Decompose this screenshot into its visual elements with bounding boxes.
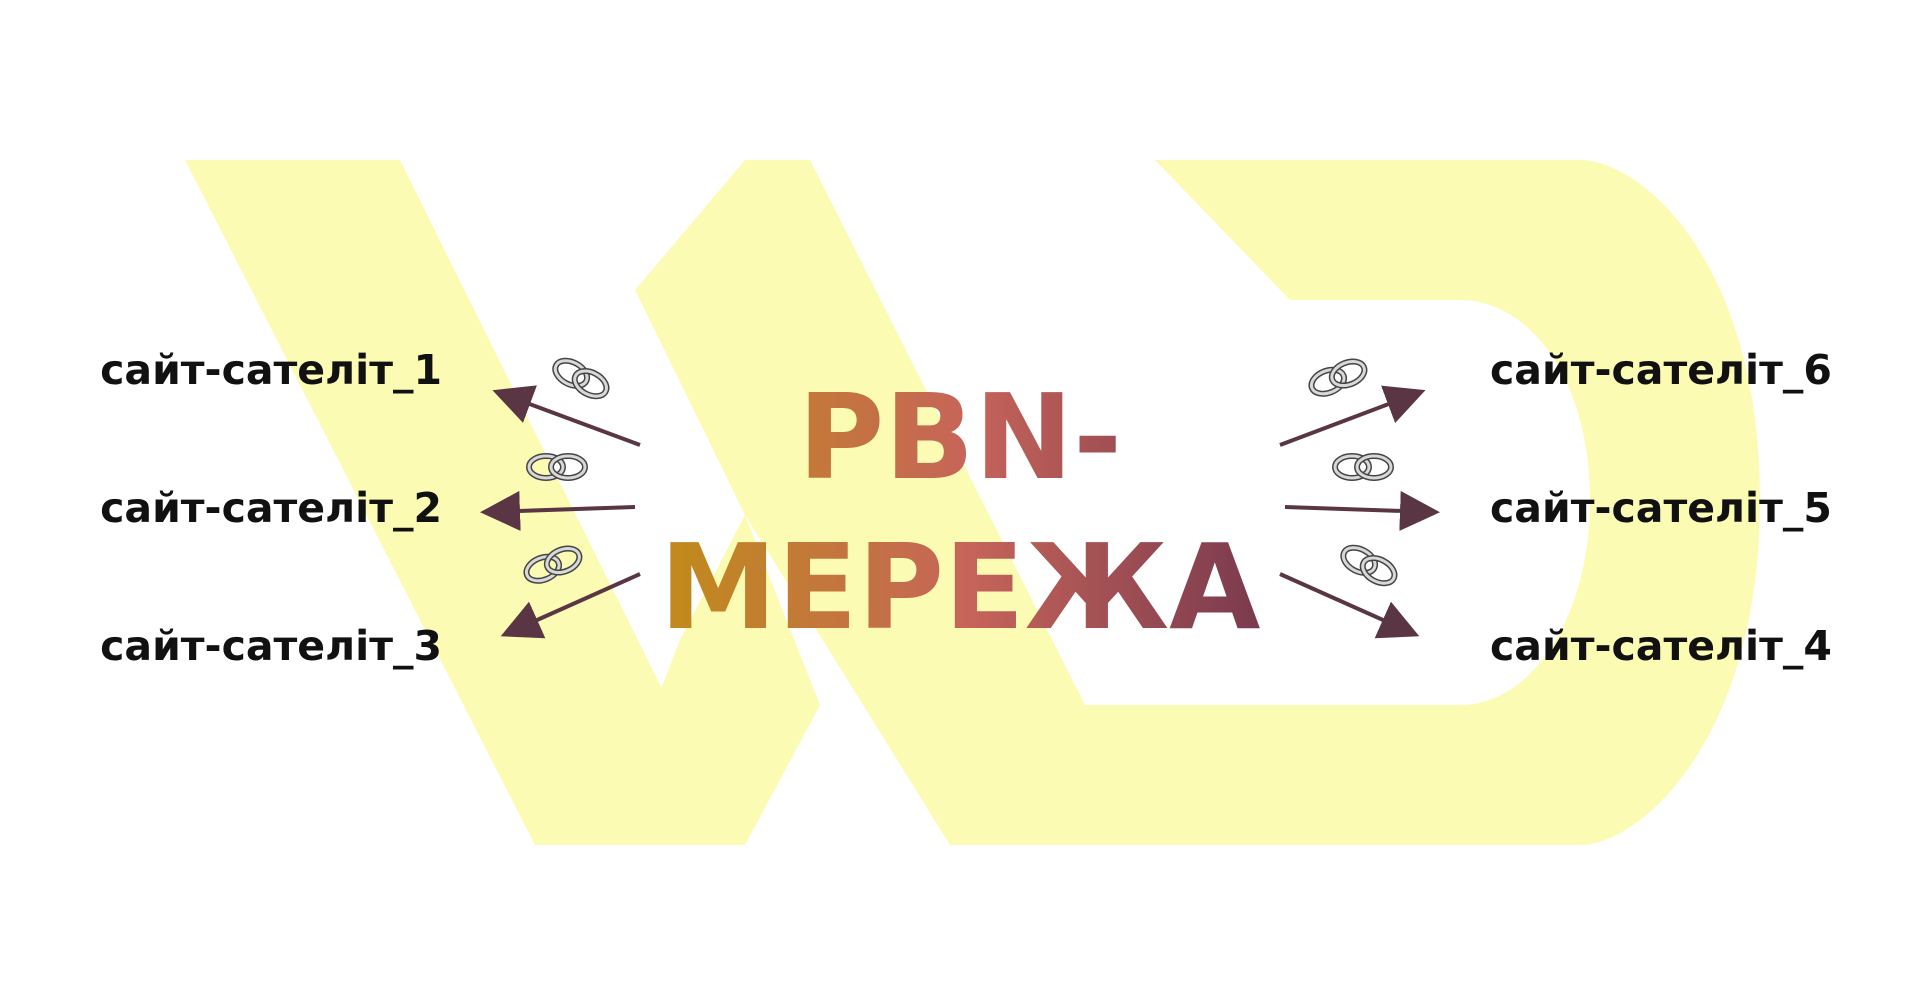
title-line-2: МЕРЕЖА <box>660 518 1261 650</box>
satellite-label-1: сайт-сателіт_1 <box>100 346 442 394</box>
satellite-label-5: сайт-сателіт_5 <box>1490 484 1832 532</box>
logo-w-middle <box>600 515 820 845</box>
arrow-to-satellite-1 <box>492 385 641 447</box>
arrow-to-satellite-2 <box>480 490 636 531</box>
satellite-label-2: сайт-сателіт_2 <box>100 484 442 532</box>
satellite-label-6: сайт-сателіт_6 <box>1490 346 1832 394</box>
arrow-to-satellite-3 <box>500 572 641 639</box>
title-line-1: PBN- <box>798 370 1122 506</box>
satellite-label-4: сайт-сателіт_4 <box>1490 622 1832 670</box>
arrow-to-satellite-4 <box>1279 572 1420 639</box>
logo-w-right-stroke <box>635 160 1085 845</box>
arrow-to-satellite-6 <box>1279 385 1426 447</box>
center-title: PBN- МЕРЕЖА <box>660 370 1261 650</box>
logo-d <box>950 160 1760 845</box>
satellite-label-3: сайт-сателіт_3 <box>100 622 442 670</box>
logo-w-left-stroke <box>185 160 670 845</box>
arrow-to-satellite-5 <box>1284 490 1440 531</box>
